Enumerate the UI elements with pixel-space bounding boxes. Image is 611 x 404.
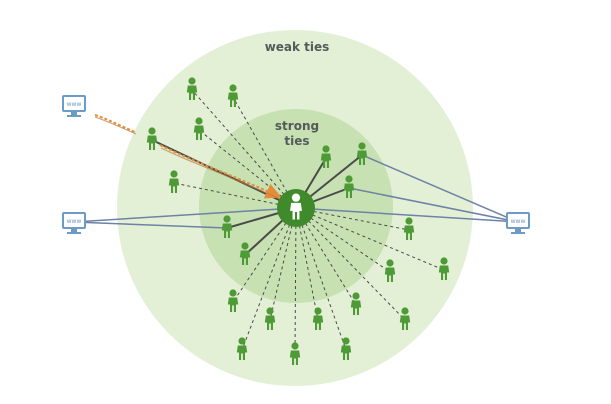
computer-link xyxy=(348,187,519,223)
weak-tie-link xyxy=(241,207,297,351)
weak-tie-link xyxy=(269,207,297,321)
strong-ties-label-line1: strong xyxy=(275,119,319,133)
information-flow-path xyxy=(94,114,278,196)
weak-tie-link xyxy=(295,207,445,271)
computer-link xyxy=(295,207,519,223)
weak-ties-label: weak ties xyxy=(265,40,330,54)
computer-link xyxy=(73,207,297,223)
computer-screen-label: www xyxy=(67,218,82,225)
information-flow-path-secondary xyxy=(94,116,281,200)
center-person xyxy=(277,189,315,227)
computer-icon: www xyxy=(62,95,86,117)
computer-link xyxy=(361,154,519,223)
weak-tie-link xyxy=(295,207,357,306)
weak-tie-link xyxy=(295,207,410,231)
computer-icon: www xyxy=(506,212,530,234)
computer-icon: www xyxy=(62,212,86,234)
weak-tie-link xyxy=(295,207,406,321)
strong-ties-label-line2: ties xyxy=(284,134,309,148)
weak-tie-link xyxy=(295,207,347,351)
computer-nodes: www www www xyxy=(62,95,530,234)
weak-tie-link xyxy=(294,207,297,356)
computer-screen-label: www xyxy=(67,101,82,108)
computer-links xyxy=(73,154,519,229)
computer-link xyxy=(73,221,228,229)
computer-screen-label: www xyxy=(511,218,526,225)
weak-tie-link xyxy=(295,207,319,321)
